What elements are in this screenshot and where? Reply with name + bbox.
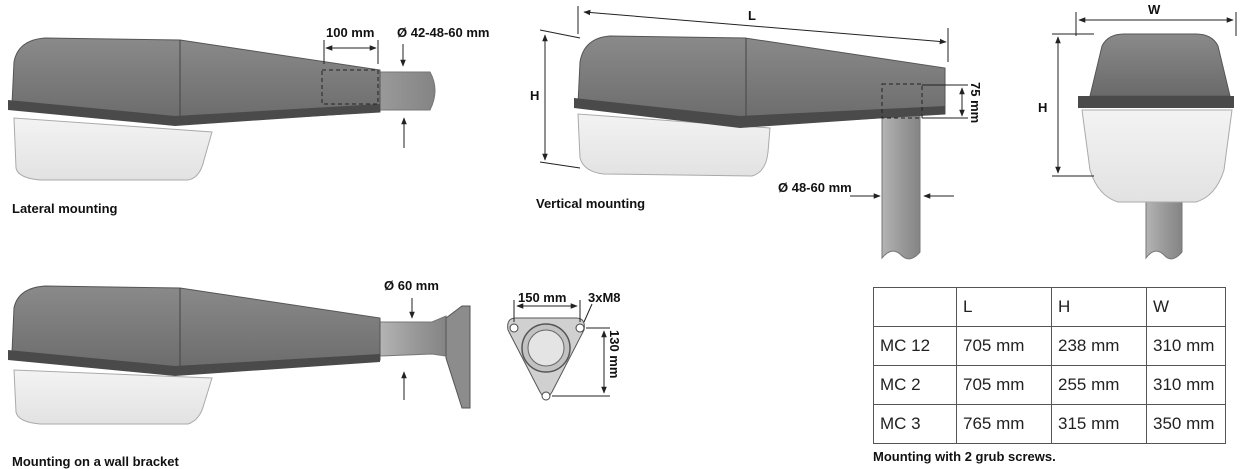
vertical-diameter-label: Ø 48-60 mm <box>778 180 852 195</box>
front-band <box>1078 96 1234 108</box>
lateral-band <box>8 100 380 126</box>
table-cell: 315 mm <box>1051 404 1147 444</box>
table-row: MC 3 765 mm 315 mm 350 mm <box>873 404 1226 444</box>
lateral-length-label: 100 mm <box>326 25 374 40</box>
front-pole <box>1145 199 1183 260</box>
vertical-pole <box>881 85 921 260</box>
vertical-H-label: H <box>530 88 539 103</box>
table-cell: 238 mm <box>1051 326 1147 366</box>
table-header-cell: H <box>1051 287 1147 327</box>
wall-bowl <box>13 369 213 425</box>
wall-bracket-caption: Mounting on a wall bracket <box>12 454 179 469</box>
wall-arm <box>379 315 447 357</box>
table-cell: 255 mm <box>1051 365 1147 405</box>
bracket-hole-left <box>509 323 519 333</box>
vertical-band <box>574 98 945 128</box>
table-cell: MC 12 <box>873 326 957 366</box>
wall-dimensions: Ø 60 mm <box>384 278 439 400</box>
wall-housing <box>11 285 381 375</box>
vertical-bowl <box>577 113 771 177</box>
dimensions-table: L H W MC 12 705 mm 238 mm 310 mm MC 2 70… <box>873 287 1226 444</box>
table-header-row: L H W <box>873 287 1226 327</box>
front-W-label: W <box>1148 2 1161 17</box>
front-H-label: H <box>1038 100 1047 115</box>
table-cell: 350 mm <box>1146 404 1226 444</box>
front-luminaire <box>1078 33 1234 260</box>
vertical-clamp-outline <box>881 83 923 119</box>
front-dimensions: W H <box>1038 2 1237 177</box>
table-cell: 310 mm <box>1146 326 1226 366</box>
bracket-height-label: 130 mm <box>607 330 622 378</box>
lateral-bowl <box>13 117 213 181</box>
bracket-width-label: 150 mm <box>518 290 566 305</box>
wall-diameter-label: Ø 60 mm <box>384 278 439 293</box>
bracket-plate <box>507 317 585 401</box>
table-cell: 765 mm <box>956 404 1052 444</box>
lateral-luminaire <box>8 37 436 181</box>
table-header-cell <box>873 287 957 327</box>
bracket-hole-right <box>575 323 585 333</box>
table-cell: MC 2 <box>873 365 957 405</box>
lateral-diameter-label: Ø 42-48-60 mm <box>397 25 490 40</box>
vertical-dimensions: L H 75 mm Ø 48-60 mm <box>530 6 983 199</box>
vertical-mounting-caption: Vertical mounting <box>536 196 646 211</box>
front-housing <box>1089 33 1231 97</box>
lateral-clamp-outline <box>321 69 379 105</box>
bracket-hole-bottom <box>541 391 551 401</box>
wall-luminaire <box>8 285 471 425</box>
vertical-L-label: L <box>748 8 756 23</box>
lateral-housing <box>11 37 381 125</box>
wall-plate <box>445 305 471 409</box>
vertical-luminaire <box>574 35 946 260</box>
table-row: MC 12 705 mm 238 mm 310 mm <box>873 326 1226 366</box>
table-row: MC 2 705 mm 255 mm 310 mm <box>873 365 1226 405</box>
table-header-cell: L <box>956 287 1052 327</box>
vertical-75-label: 75 mm <box>968 82 983 123</box>
table-cell: 705 mm <box>956 365 1052 405</box>
bracket-dimensions: 150 mm 3xM8 130 mm <box>513 290 622 397</box>
wall-band <box>8 350 380 376</box>
lateral-mounting-caption: Lateral mounting <box>12 201 118 216</box>
table-header-cell: W <box>1146 287 1226 327</box>
table-cell: 705 mm <box>956 326 1052 366</box>
table-caption: Mounting with 2 grub screws. <box>873 449 1056 464</box>
front-bowl <box>1081 109 1233 203</box>
bracket-screws-label: 3xM8 <box>588 290 621 305</box>
table-cell: MC 3 <box>873 404 957 444</box>
table-cell: 310 mm <box>1146 365 1226 405</box>
lateral-dimensions: 100 mm Ø 42-48-60 mm <box>323 25 490 148</box>
